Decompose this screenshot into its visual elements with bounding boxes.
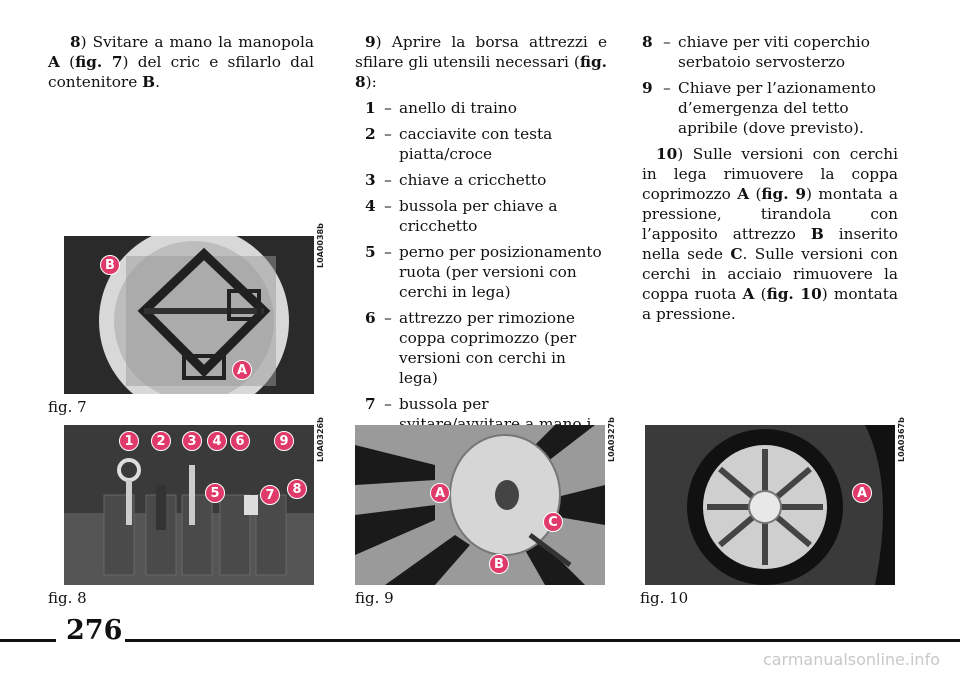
- callout-2: 2: [151, 431, 171, 451]
- step-10-paragraph: 10) Sulle versioni con cerchi in lega ri…: [642, 145, 898, 323]
- callout-a: A: [430, 483, 450, 503]
- callout-5: 5: [205, 483, 225, 503]
- list-item: 3–chiave a cricchetto: [365, 171, 547, 189]
- footer-rule-left: [0, 639, 56, 642]
- callout-b: B: [100, 255, 120, 275]
- callout-4: 4: [207, 431, 227, 451]
- list-item: 5–perno per posizionamento ruota (per ve…: [365, 243, 602, 301]
- callout-c: C: [543, 512, 563, 532]
- callout-a: A: [852, 483, 872, 503]
- list-item: 2–cacciavite con testa piatta/croce: [365, 125, 553, 163]
- list-item: 6–attrezzo per rimozione coppa copri­moz…: [365, 309, 577, 387]
- list-item: 4–bussola per chiave a cricchetto: [365, 197, 558, 235]
- figure-8-toolbag-photo: 1 2 3 4 6 9 5 7 8: [64, 425, 314, 585]
- jack-illustration: [99, 236, 289, 394]
- wheel-cover-illustration: [645, 425, 895, 585]
- figure-8-caption: fig. 8: [48, 589, 87, 607]
- watermark: carmanualsonline.info: [762, 650, 940, 669]
- figure-7-jack-photo: B A: [64, 236, 314, 394]
- figure-code: L0A0326b: [316, 417, 325, 462]
- tool-list: 1–anello di traino 2–cacciavite con test…: [355, 98, 607, 454]
- figure-9-caption: fig. 9: [355, 589, 394, 607]
- figure-10-wheel-cover-photo: A: [645, 425, 895, 585]
- step-8-paragraph: 8) Svitare a mano la manopola A (fig. 7)…: [48, 33, 314, 91]
- figure-code: L0A0327b: [607, 417, 616, 462]
- toolbag-illustration: [64, 458, 314, 585]
- text-column-3: 8–chiave per viti coperchio serbatoio se…: [642, 32, 898, 330]
- list-item: 1–anello di traino: [365, 99, 517, 117]
- page-number: 276: [66, 615, 123, 646]
- alloy-wheel-illustration: [355, 425, 605, 585]
- figure-code: L0A0367b: [897, 417, 906, 462]
- footer-rule-right: [125, 639, 960, 642]
- callout-8: 8: [287, 479, 307, 499]
- callout-a: A: [232, 360, 252, 380]
- callout-b: B: [489, 554, 509, 574]
- figure-9-alloy-wheel-photo: A C B: [355, 425, 605, 585]
- callout-9: 9: [274, 431, 294, 451]
- callout-7: 7: [260, 485, 280, 505]
- step-9-paragraph: 9) Aprire la borsa attrezzi e sfilare gl…: [355, 33, 607, 91]
- text-column-2: 9) Aprire la borsa attrezzi e sfilare gl…: [355, 32, 607, 460]
- text-column-1: 8) Svitare a mano la manopola A (fig. 7)…: [48, 32, 314, 98]
- callout-6: 6: [230, 431, 250, 451]
- list-item: 9–Chiave per l’azionamento d’emergenza d…: [642, 79, 876, 137]
- figure-code: L0A0038b: [316, 223, 325, 268]
- callout-1: 1: [119, 431, 139, 451]
- list-item: 8–chiave per viti coperchio serbatoio se…: [642, 33, 870, 71]
- figure-7-caption: fig. 7: [48, 398, 87, 416]
- callout-3: 3: [182, 431, 202, 451]
- figure-10-caption: fig. 10: [640, 589, 689, 607]
